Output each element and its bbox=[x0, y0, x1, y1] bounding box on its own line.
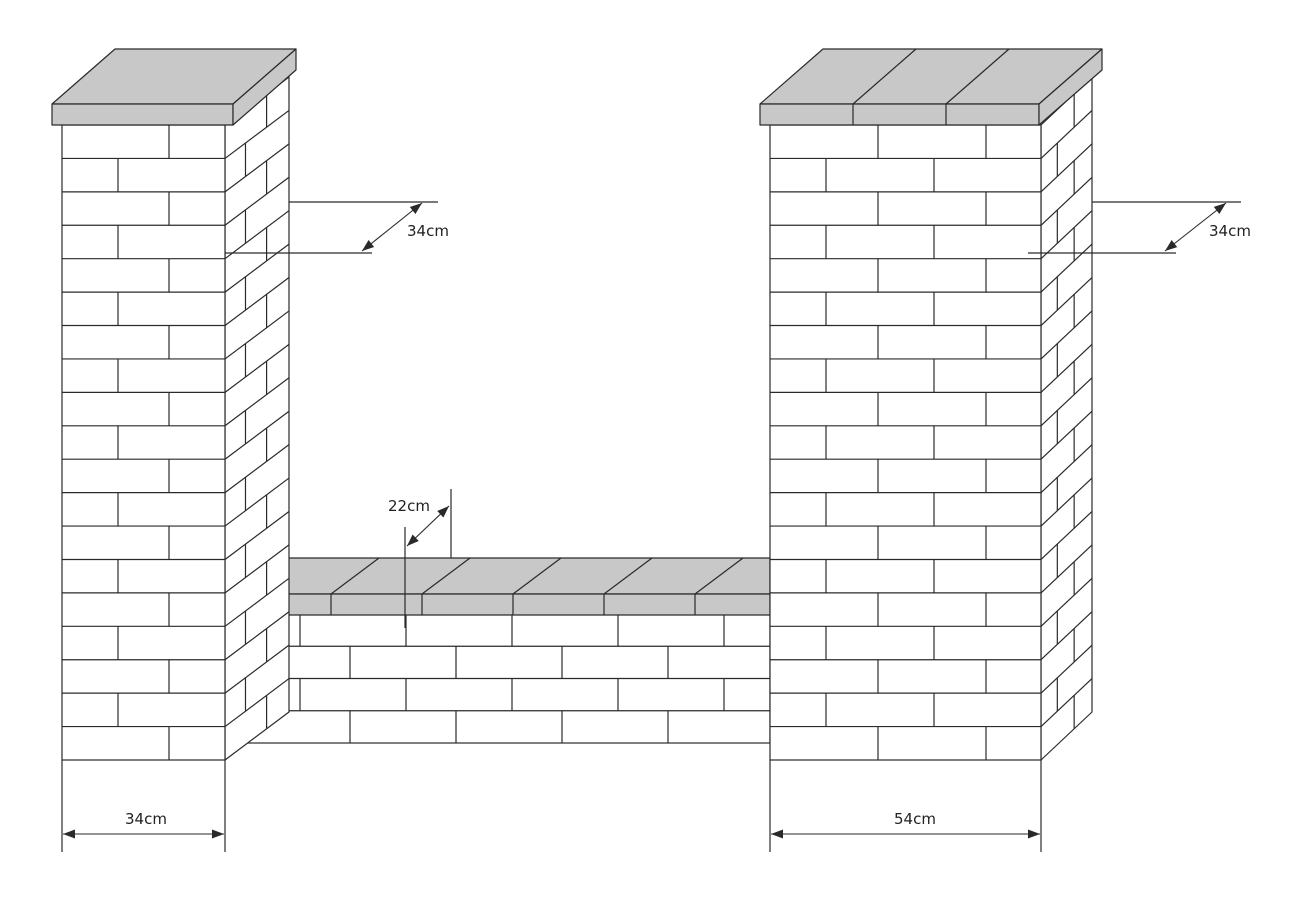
left-pillar-width-label: 34cm bbox=[125, 810, 167, 828]
left-pillar-side-course bbox=[224, 444, 290, 494]
right-pillar-side-course bbox=[1040, 277, 1093, 326]
wall-depth-arrow-head bbox=[437, 506, 449, 518]
right-pillar-side-course bbox=[1040, 611, 1093, 661]
right-pillar-side-course bbox=[1040, 377, 1093, 427]
left-width-arrow-head bbox=[63, 829, 75, 839]
right-pillar-side-course bbox=[1040, 678, 1093, 728]
right-width-arrow-head bbox=[771, 829, 783, 839]
left-pillar-side-course bbox=[224, 109, 290, 159]
middle-wall-cap-front bbox=[238, 593, 771, 616]
right-depth-arrow-head bbox=[1165, 240, 1178, 251]
left-pillar-side-course bbox=[224, 277, 290, 327]
middle-wall-cap-joint bbox=[603, 557, 653, 595]
left-pillar-cap-end bbox=[232, 48, 297, 126]
right-pillar-cap bbox=[759, 48, 1103, 126]
right-pillar-side-course bbox=[1040, 477, 1093, 527]
right-pillar-side-course bbox=[1040, 577, 1093, 627]
left-pillar-side-course bbox=[224, 143, 290, 193]
left-pillar-side-course bbox=[224, 343, 290, 393]
left-pillar bbox=[51, 48, 297, 761]
left-pillar-side-course bbox=[224, 510, 290, 560]
middle-wall-cap-joint bbox=[694, 557, 744, 595]
middle-wall-cap-joint bbox=[512, 557, 562, 595]
wall-structure bbox=[51, 48, 1103, 761]
right-pillar-side-course bbox=[1040, 143, 1093, 193]
left-pillar-side-course bbox=[224, 678, 290, 728]
left-pillar-side-course bbox=[224, 176, 290, 226]
right-pillar-side-course bbox=[1040, 210, 1093, 260]
left-width-arrow-head bbox=[212, 829, 224, 839]
left-pillar-depth-label: 34cm bbox=[407, 222, 449, 240]
right-width-arrow-head bbox=[1028, 829, 1040, 839]
left-pillar-side-course bbox=[224, 410, 290, 460]
right-pillar-side-course bbox=[1040, 176, 1093, 226]
right-pillar-cap-front bbox=[759, 103, 1040, 126]
left-pillar-side-face bbox=[224, 76, 290, 761]
left-pillar-side-course bbox=[224, 210, 290, 260]
right-pillar-brick-face bbox=[769, 124, 1042, 761]
right-pillar-side-course bbox=[1040, 310, 1093, 360]
right-pillar-side-course bbox=[1040, 644, 1093, 694]
left-depth-arrow-head bbox=[409, 203, 422, 215]
right-pillar bbox=[759, 48, 1103, 761]
right-depth-arrow-head bbox=[1213, 203, 1226, 214]
left-pillar-cap bbox=[51, 48, 297, 126]
right-pillar-side-course bbox=[1040, 109, 1093, 159]
left-pillar-brick-face bbox=[61, 124, 226, 761]
right-pillar-side-course bbox=[1040, 410, 1093, 460]
wall-depth-arrow-head bbox=[407, 534, 419, 546]
left-pillar-face-outline bbox=[61, 124, 226, 761]
right-pillar-side-course bbox=[1040, 444, 1093, 494]
right-pillar-depth-label: 34cm bbox=[1209, 222, 1251, 240]
left-pillar-side-course bbox=[224, 477, 290, 527]
right-depth-dim-line bbox=[1164, 202, 1227, 252]
left-pillar-side-course bbox=[224, 310, 290, 360]
left-pillar-side-course bbox=[224, 611, 290, 661]
right-pillar-cap-joint bbox=[945, 48, 1010, 105]
middle-wall-cap-joint bbox=[421, 557, 471, 595]
left-pillar-side-course bbox=[224, 243, 290, 293]
right-pillar-side-face bbox=[1040, 76, 1093, 761]
left-pillar-side-course bbox=[224, 544, 290, 594]
middle-wall-cap-joint bbox=[330, 557, 380, 595]
wall-depth-label: 22cm bbox=[388, 497, 430, 515]
right-pillar-side-course bbox=[1040, 511, 1093, 560]
left-pillar-side-course bbox=[224, 644, 290, 694]
right-pillar-side-course bbox=[1040, 343, 1093, 393]
right-pillar-cap-end bbox=[1038, 48, 1103, 126]
dimension-annotations: 34cm 34cm 22cm 34cm 54cm bbox=[61, 201, 1251, 852]
right-pillar-face-outline bbox=[769, 124, 1042, 761]
middle-wall bbox=[224, 557, 771, 761]
left-depth-arrow-head bbox=[362, 239, 375, 251]
left-pillar-side-course bbox=[224, 577, 290, 627]
middle-wall-cap-top bbox=[238, 557, 771, 595]
right-pillar-side-course bbox=[1040, 243, 1093, 293]
middle-wall-brick-face bbox=[243, 613, 771, 744]
right-pillar-side-course bbox=[1040, 544, 1093, 594]
left-depth-dim-line bbox=[361, 202, 423, 252]
left-pillar-cap-front bbox=[51, 103, 234, 126]
right-pillar-cap-joint bbox=[852, 48, 917, 105]
left-pillar-side-course bbox=[224, 377, 290, 427]
middle-wall-cap bbox=[238, 557, 771, 616]
right-pillar-width-label: 54cm bbox=[894, 810, 936, 828]
